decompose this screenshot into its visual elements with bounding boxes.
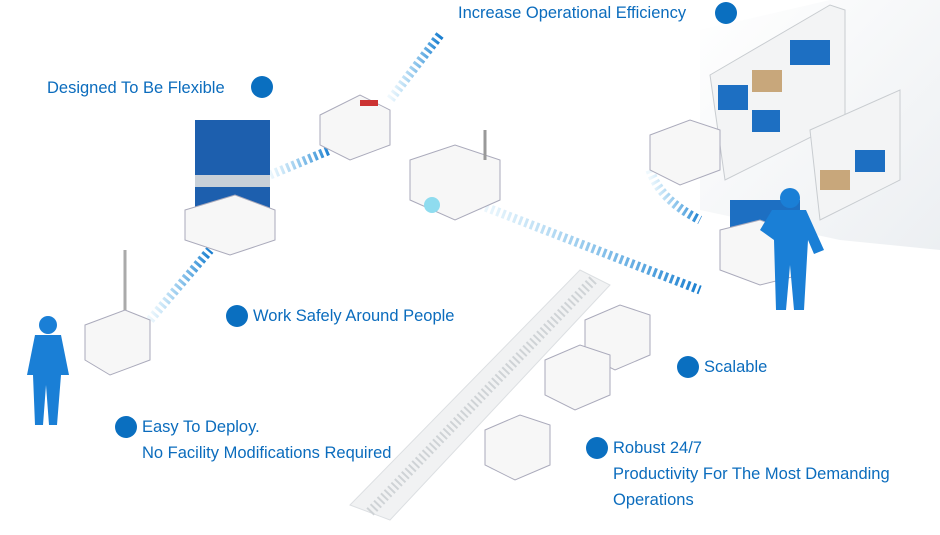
hotspot-robust[interactable] bbox=[586, 437, 608, 459]
label-safely: Work Safely Around People bbox=[253, 307, 455, 325]
label-robust-line3: Operations bbox=[613, 491, 694, 509]
label-scalable: Scalable bbox=[704, 358, 768, 376]
hotspot-scalable[interactable] bbox=[677, 356, 699, 378]
robot-conveyor-2 bbox=[544, 344, 611, 411]
hotspot-safely[interactable] bbox=[226, 305, 248, 327]
hotspot-efficiency[interactable] bbox=[715, 2, 737, 24]
robot-shelf bbox=[649, 119, 721, 186]
robot bbox=[319, 94, 391, 161]
robot-with-bins bbox=[184, 120, 276, 256]
worker-figure-right bbox=[760, 188, 824, 310]
worker-figure-left bbox=[27, 316, 69, 425]
robots bbox=[84, 94, 801, 481]
hotspot-deploy[interactable] bbox=[115, 416, 137, 438]
label-deploy-line2: No Facility Modifications Required bbox=[142, 444, 392, 462]
robot-with-arm bbox=[409, 130, 501, 221]
label-flexible: Designed To Be Flexible bbox=[47, 79, 225, 97]
warehouse-shelves bbox=[700, 0, 940, 250]
label-efficiency: Increase Operational Efficiency bbox=[458, 4, 687, 22]
conveyor bbox=[349, 269, 611, 521]
label-robust-line2: Productivity For The Most Demanding bbox=[613, 465, 890, 483]
label-robust-line1: Robust 24/7 bbox=[613, 439, 702, 457]
label-deploy-line1: Easy To Deploy. bbox=[142, 418, 260, 436]
robot-lidar bbox=[84, 250, 151, 376]
robot-conveyor-3 bbox=[484, 414, 551, 481]
hotspot-flexible[interactable] bbox=[251, 76, 273, 98]
